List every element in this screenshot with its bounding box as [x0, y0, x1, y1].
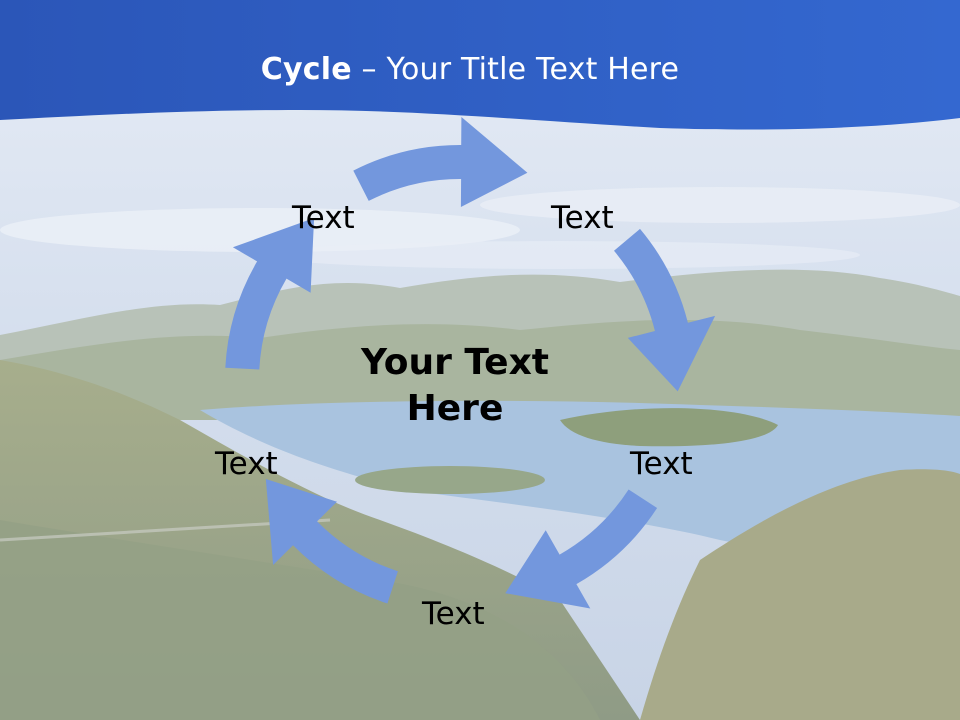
cycle-label-bottom: Text [422, 596, 485, 632]
cycle-label-left: Text [215, 446, 278, 482]
cycle-arrow-left [225, 218, 315, 370]
cycle-arrow-bottom-left [265, 479, 398, 604]
center-text: Your Text Here [330, 340, 580, 432]
title-bold: Cycle [260, 52, 352, 87]
center-text-line1: Your Text [360, 342, 550, 383]
cycle-label-top-left: Text [292, 200, 355, 236]
slide-title: Cycle – Your Title Text Here [0, 52, 940, 87]
cycle-label-top-right: Text [551, 200, 614, 236]
cycle-arrow-top [353, 117, 528, 207]
title-rest: – Your Title Text Here [351, 52, 680, 87]
center-text-line2: Here [406, 388, 504, 429]
cycle-label-right: Text [630, 446, 693, 482]
cycle-arrow-bottom-right [505, 489, 658, 609]
cycle-arrow-right [614, 228, 716, 392]
